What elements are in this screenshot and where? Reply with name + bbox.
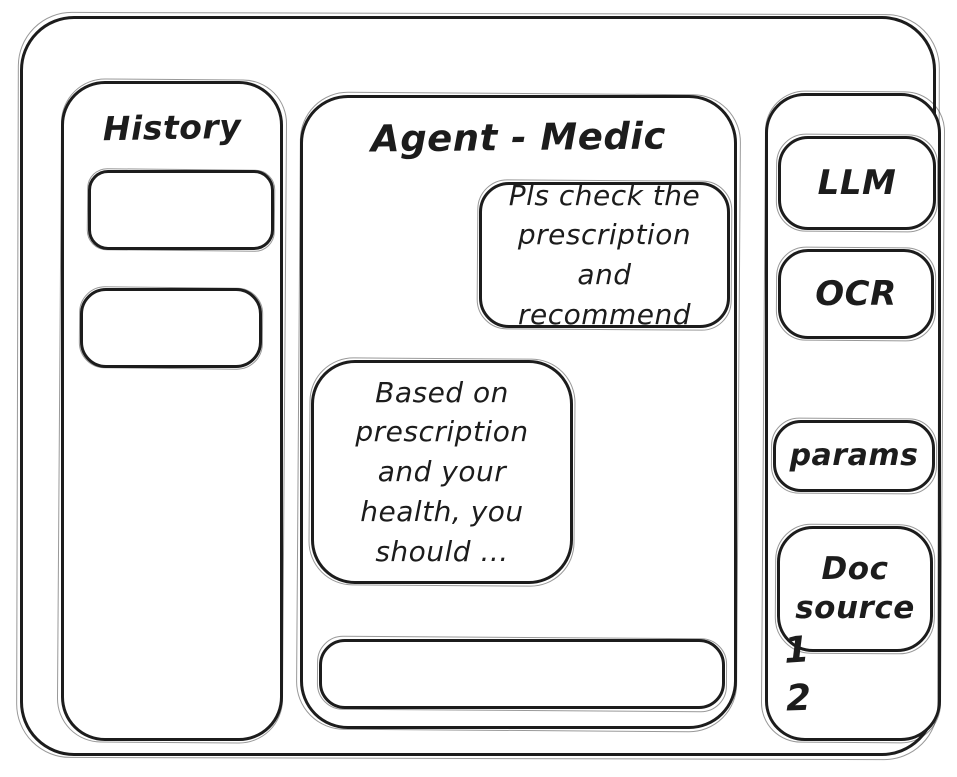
llm-button-label: LLM [817, 162, 897, 203]
history-item[interactable] [88, 170, 274, 250]
doc-source-button-label: Doc source [795, 551, 915, 626]
user-message-bubble: Pls check the prescription and recommend [479, 179, 730, 331]
params-button-label: params [789, 438, 919, 474]
history-item[interactable] [80, 288, 262, 368]
history-sidebar: History [61, 81, 283, 741]
ocr-button-label: OCR [815, 273, 897, 314]
user-message-text: Pls check the prescription and recommend [508, 178, 701, 331]
message-input[interactable] [322, 642, 722, 706]
assistant-message-text: Based on prescription and your health, y… [355, 375, 529, 568]
message-input-box [319, 639, 725, 709]
chat-panel: Agent - Medic Pls check the prescription… [300, 95, 737, 729]
llm-button[interactable]: LLM [778, 136, 936, 230]
app-window-frame: History Agent - Medic Pls check the pres… [20, 16, 941, 756]
tools-panel: LLM OCR params Doc source 1 2 [765, 93, 941, 741]
doc-source-button[interactable]: Doc source [777, 526, 933, 652]
chat-title: Agent - Medic [370, 114, 667, 161]
history-title: History [102, 106, 242, 149]
params-button[interactable]: params [773, 420, 935, 492]
ocr-button[interactable]: OCR [778, 249, 934, 339]
assistant-message-bubble: Based on prescription and your health, y… [311, 360, 573, 584]
doc-source-item-1[interactable]: 1 [782, 629, 811, 672]
doc-source-item-2[interactable]: 2 [785, 677, 813, 720]
